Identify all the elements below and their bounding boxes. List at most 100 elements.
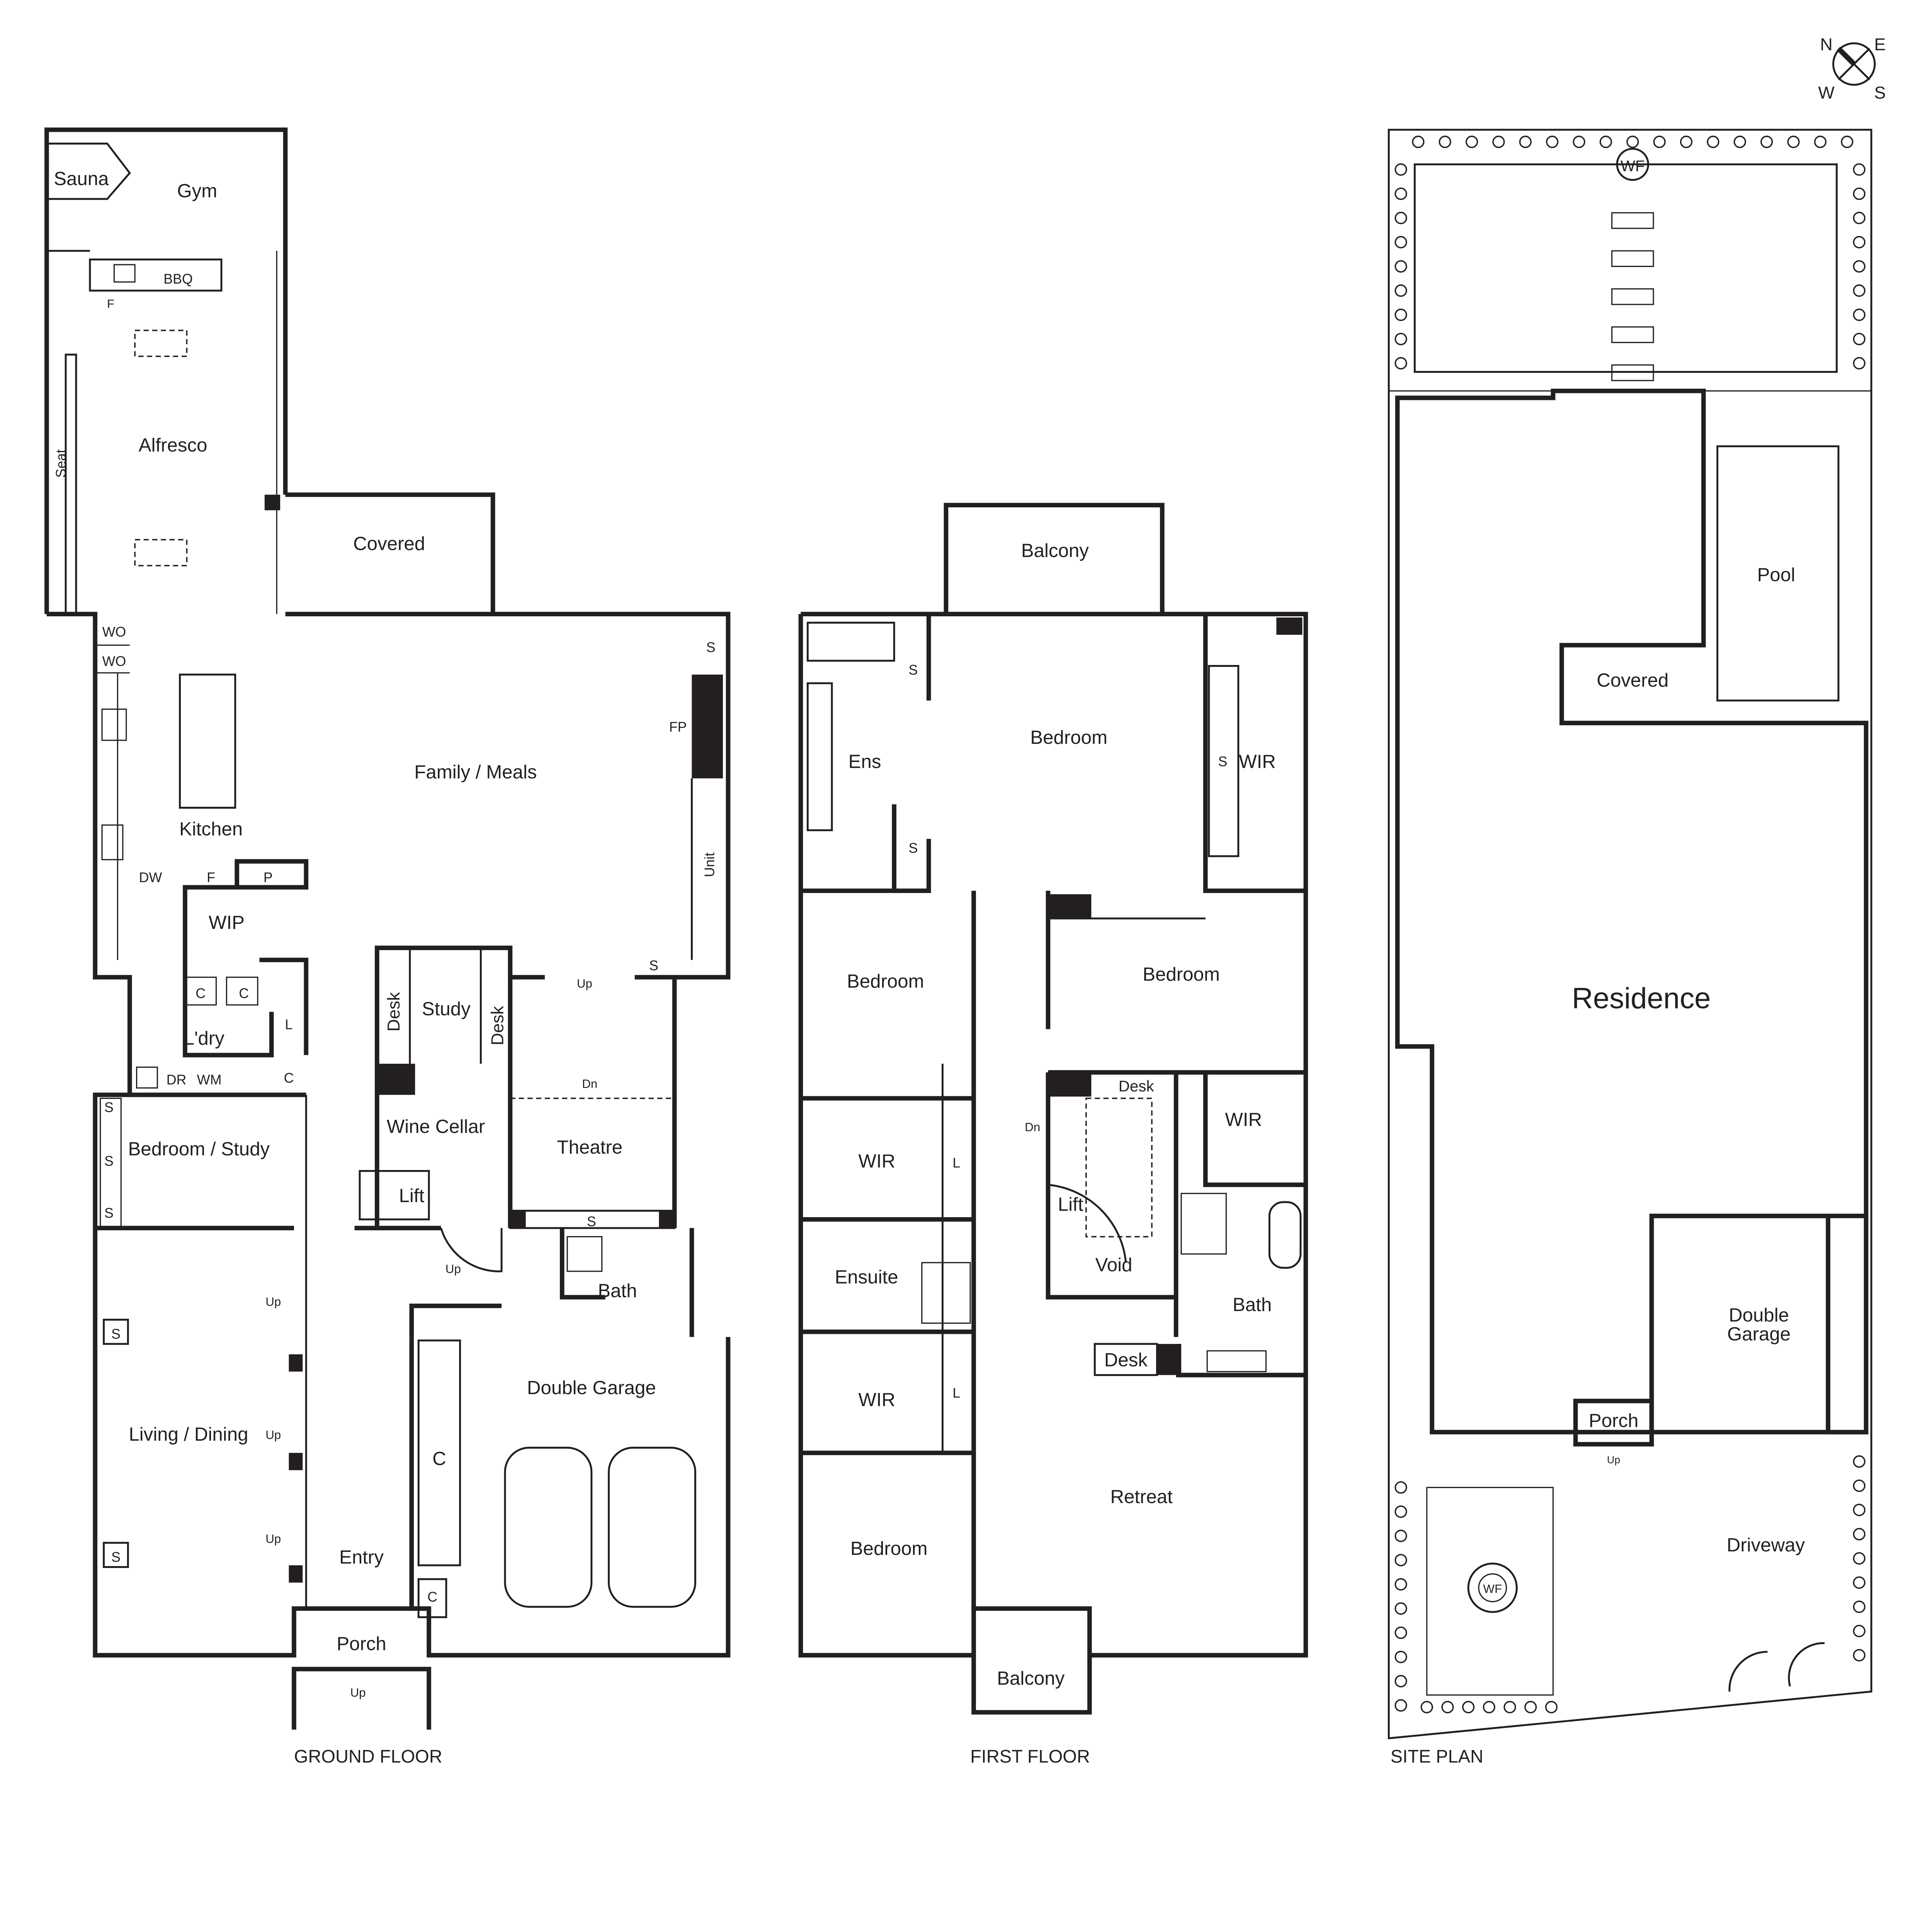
site-plan-hedge xyxy=(1394,136,1865,1714)
shrub-icon xyxy=(1853,163,1865,176)
shrub-icon xyxy=(1394,1505,1407,1518)
shrub-icon xyxy=(1853,1600,1865,1613)
room-label: C xyxy=(196,986,206,1001)
shrub-icon xyxy=(1626,136,1639,148)
room-label: Porch xyxy=(1589,1410,1639,1431)
shrub-icon xyxy=(1853,1552,1865,1565)
shrub-icon xyxy=(1853,1479,1865,1492)
room-label: P xyxy=(264,870,273,885)
room-label: Driveway xyxy=(1727,1534,1805,1556)
site-plan xyxy=(1387,129,1872,1740)
shrub-icon xyxy=(1653,136,1666,148)
room-label: Covered xyxy=(1597,670,1668,691)
shrub-icon xyxy=(1394,187,1407,200)
room-label: Desk xyxy=(384,992,403,1032)
compass-n: N xyxy=(1820,35,1833,54)
room-label: Theatre xyxy=(557,1137,623,1158)
shrub-icon xyxy=(1483,1701,1496,1714)
room-label: WO xyxy=(102,624,126,639)
shrub-icon xyxy=(1394,1651,1407,1663)
shrub-icon xyxy=(1462,1701,1475,1714)
room-label: Lift xyxy=(399,1185,424,1206)
room-label: Residence xyxy=(1572,982,1711,1015)
room-label: Seat xyxy=(53,449,69,478)
compass-s: S xyxy=(1874,83,1886,102)
shrub-icon xyxy=(1841,136,1853,148)
room-label: Up xyxy=(445,1262,461,1276)
room-label: DW xyxy=(139,870,162,885)
room-label: Dn xyxy=(582,1077,597,1091)
shrub-icon xyxy=(1420,1701,1433,1714)
shrub-icon xyxy=(1394,1675,1407,1688)
room-label: Bath xyxy=(598,1280,637,1301)
shrub-icon xyxy=(1394,1626,1407,1639)
shrub-icon xyxy=(1394,211,1407,224)
room-label: Living / Dining xyxy=(129,1424,248,1445)
floor-plan: N E W S xyxy=(44,35,1886,1766)
shrub-icon xyxy=(1394,284,1407,297)
room-label: Wine Cellar xyxy=(387,1116,485,1137)
shrub-icon xyxy=(1394,236,1407,248)
shrub-icon xyxy=(1519,136,1532,148)
shrub-icon xyxy=(1466,136,1478,148)
room-label: S xyxy=(104,1205,114,1221)
shrub-icon xyxy=(1438,136,1451,148)
ground-floor-plan xyxy=(44,128,731,1730)
room-label: Balcony xyxy=(997,1668,1064,1689)
room-label: Up xyxy=(265,1295,281,1309)
room-label: L xyxy=(952,1155,960,1170)
room-label: Up xyxy=(350,1686,366,1699)
room-label: WO xyxy=(102,653,126,669)
shrub-icon xyxy=(1492,136,1505,148)
room-label: C xyxy=(239,986,249,1001)
shrub-icon xyxy=(1707,136,1719,148)
shrub-icon xyxy=(1394,1699,1407,1712)
room-label: C xyxy=(284,1070,294,1086)
room-label: L xyxy=(952,1385,960,1401)
room-label: Lift xyxy=(1058,1194,1083,1215)
room-label: Porch xyxy=(337,1633,386,1654)
shrub-icon xyxy=(1853,333,1865,345)
shrub-icon xyxy=(1760,136,1773,148)
room-label: Ens xyxy=(848,751,881,772)
compass-w: W xyxy=(1818,83,1835,102)
shrub-icon xyxy=(1853,260,1865,273)
shrub-icon xyxy=(1394,1578,1407,1591)
room-label: L'dry xyxy=(184,1028,225,1049)
shrub-icon xyxy=(1853,1528,1865,1541)
plans: Sauna Gym BBQ F Alfresco Seat Covered WO… xyxy=(44,128,1872,1766)
shrub-icon xyxy=(1853,1455,1865,1468)
first-floor-plan xyxy=(798,503,1308,1715)
room-label: Covered xyxy=(353,533,425,554)
room-label: WIR xyxy=(859,1150,896,1172)
room-label: S xyxy=(111,1327,121,1342)
room-label: Bedroom xyxy=(1143,964,1220,985)
shrub-icon xyxy=(1524,1701,1537,1714)
shrub-icon xyxy=(1680,136,1693,148)
shrub-icon xyxy=(1853,187,1865,200)
room-label: S xyxy=(706,640,716,655)
shrub-icon xyxy=(1394,260,1407,273)
room-label: L xyxy=(285,1017,293,1032)
room-label: Study xyxy=(422,998,471,1020)
room-label: F xyxy=(207,870,215,885)
site-plan-caption: SITE PLAN xyxy=(1391,1746,1483,1766)
shrub-icon xyxy=(1853,211,1865,224)
room-label: Bedroom / Study xyxy=(128,1138,270,1160)
room-label: S xyxy=(104,1153,114,1169)
first-floor-labels: Balcony Bedroom S S Ens S WIR Bedroom Be… xyxy=(835,540,1276,1766)
shrub-icon xyxy=(1441,1701,1454,1714)
room-label: Dn xyxy=(1025,1120,1040,1134)
shrub-icon xyxy=(1573,136,1585,148)
room-label: Up xyxy=(265,1532,281,1546)
room-label: Desk xyxy=(488,1006,507,1046)
room-label: WM xyxy=(197,1072,222,1088)
shrub-icon xyxy=(1394,308,1407,321)
compass-rose-icon: N E W S xyxy=(1818,35,1886,102)
room-label: WIR xyxy=(1239,751,1276,772)
room-label: Void xyxy=(1095,1254,1132,1276)
first-floor-caption: FIRST FLOOR xyxy=(970,1746,1090,1766)
room-label: Ensuite xyxy=(835,1266,898,1287)
